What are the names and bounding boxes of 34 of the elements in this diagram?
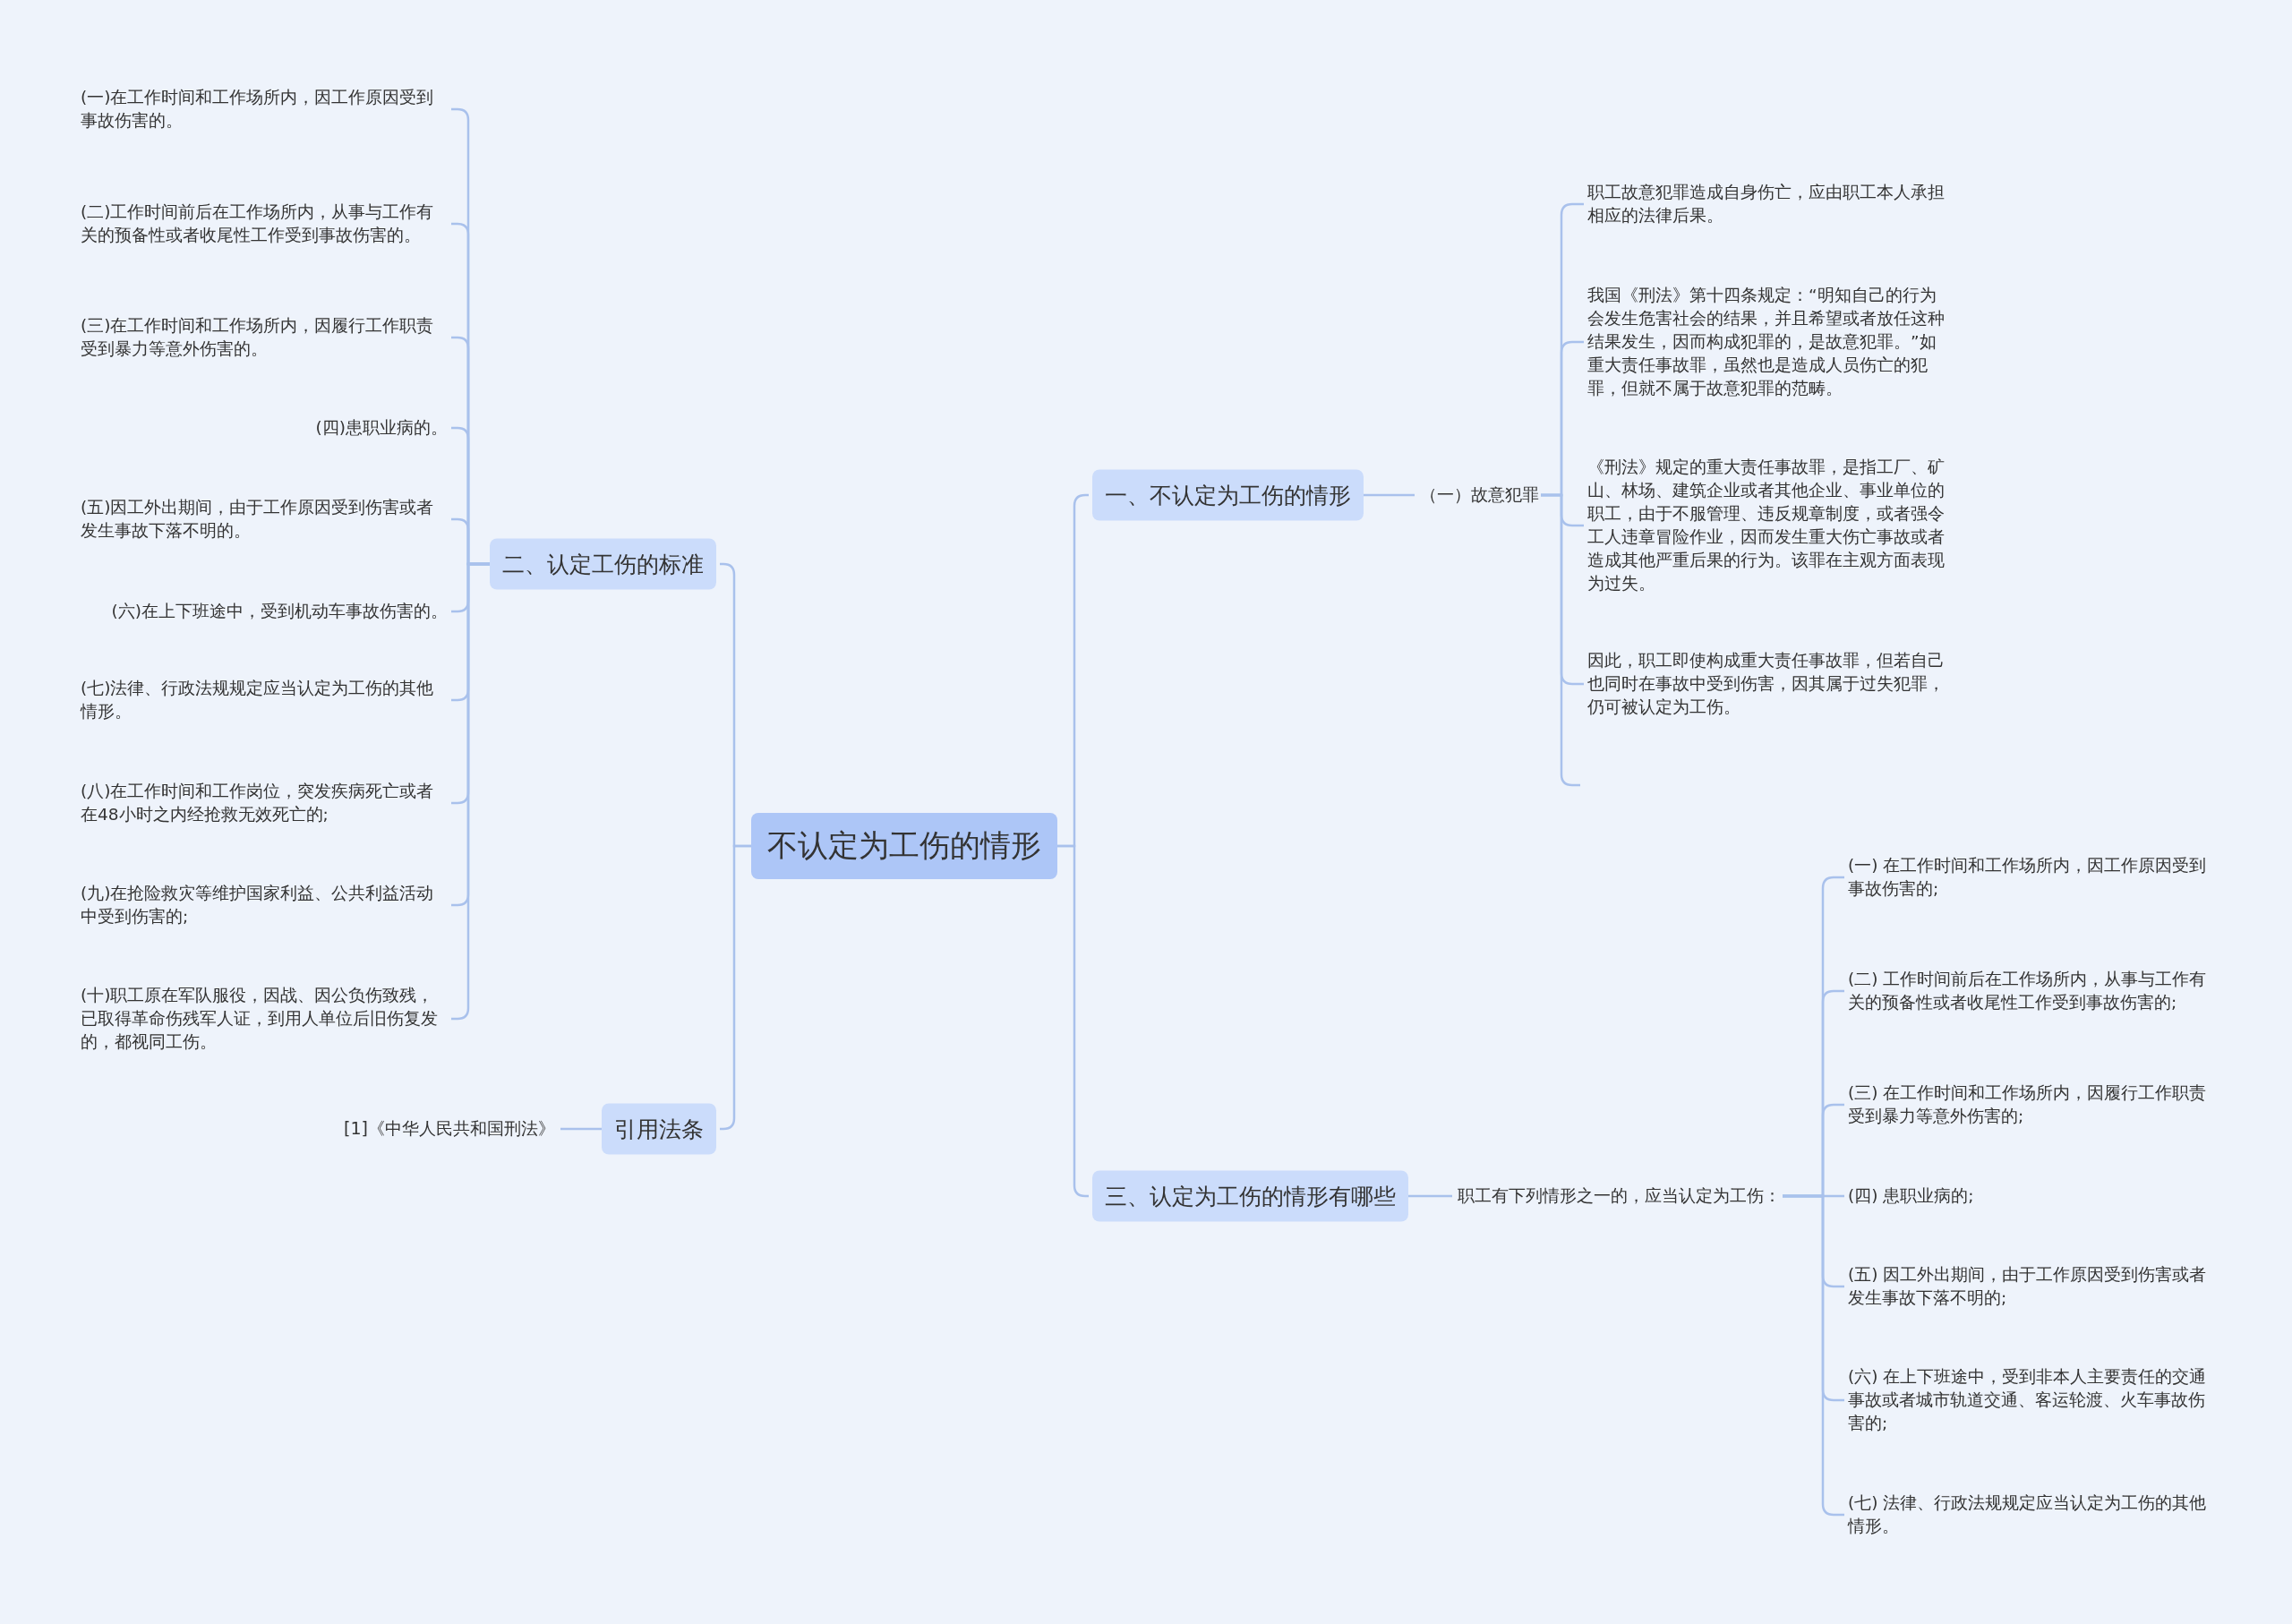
leaf-text: (四) 患职业病的; <box>1848 1184 1974 1208</box>
subtopic-text: 职工有下列情形之一的，应当认定为工伤： <box>1456 1181 1783 1211</box>
connector-line <box>1541 493 1580 787</box>
connector-line <box>1057 844 1089 1198</box>
central-topic-box: 不认定为工伤的情形 <box>751 813 1057 879</box>
topic-box: 二、认定工伤的标准 <box>490 538 716 590</box>
leaf-text: (八)在工作时间和工作岗位，突发疾病死亡或者在48小时之内经抢救无效死亡的; <box>81 780 448 826</box>
topic-box: 三、认定为工伤的情形有哪些 <box>1092 1170 1408 1222</box>
connector-line <box>560 1127 602 1131</box>
leaf-text: 因此，职工即使构成重大责任事故罪，但若自己也同时在事故中受到伤害，因其属于过失犯罪，仍可被认定为工伤。 <box>1587 649 1950 719</box>
leaf-text: 《刑法》规定的重大责任事故罪，是指工厂、矿山、林场、建筑企业或者其他企业、事业单位的职工，由于不服管理、违反规章制度，或者强令工人违章冒险作业，因而发生重大伤亡事故或者造成其他严重后果的行为。该罪在主观方面表现为过失。 <box>1587 456 1950 595</box>
leaf-text: (九)在抢险救灾等维护国家利益、公共利益活动中受到伤害的; <box>81 882 448 928</box>
leaf-text: (二)工作时间前后在工作场所内，从事与工作有关的预备性或者收尾性工作受到事故伤害的。 <box>81 201 448 247</box>
topic-box: 引用法条 <box>602 1103 716 1155</box>
leaf-text: (一) 在工作时间和工作场所内，因工作原因受到事故伤害的; <box>1848 854 2211 901</box>
leaf-text: (七) 法律、行政法规规定应当认定为工伤的其他情形。 <box>1848 1492 2211 1538</box>
leaf-text: (五)因工外出期间，由于工作原因受到伤害或者发生事故下落不明的。 <box>81 496 448 543</box>
leaf-text: (十)职工原在军队服役，因战、因公负伤致残，已取得革命伤残军人证，到用人单位后旧伤复发的，都视同工伤。 <box>81 984 448 1054</box>
leaf-text: (五) 因工外出期间，由于工作原因受到伤害或者发生事故下落不明的; <box>1848 1263 2211 1310</box>
subtopic-text: （一）故意犯罪 <box>1418 480 1541 510</box>
leaf-text: 我国《刑法》第十四条规定：“明知自己的行为会发生危害社会的结果，并且希望或者放任这种结果发生，因而构成犯罪的，是故意犯罪。”如重大责任事故罪，虽然也是造成人员伤亡的犯罪，但就不属于故意犯罪的范畴。 <box>1587 284 1950 400</box>
leaf-text: (三) 在工作时间和工作场所内，因履行工作职责受到暴力等意外伤害的; <box>1848 1081 2211 1128</box>
leaf-text: (六) 在上下班途中，受到非本人主要责任的交通事故或者城市轨道交通、客运轮渡、火车事故伤害的; <box>1848 1365 2211 1435</box>
leaf-text: (一)在工作时间和工作场所内，因工作原因受到事故伤害的。 <box>81 86 448 132</box>
topic-box: 一、不认定为工伤的情形 <box>1092 469 1364 521</box>
leaf-text: (七)法律、行政法规规定应当认定为工伤的其他情形。 <box>81 677 448 723</box>
connector-line <box>1364 493 1415 497</box>
leaf-text: (四)患职业病的。 <box>315 416 448 440</box>
leaf-text: (六)在上下班途中，受到机动车事故伤害的。 <box>111 600 448 623</box>
leaf-text: (三)在工作时间和工作场所内，因履行工作职责受到暴力等意外伤害的。 <box>81 314 448 361</box>
connector-line <box>1408 1194 1452 1198</box>
leaf-text: (二) 工作时间前后在工作场所内，从事与工作有关的预备性或者收尾性工作受到事故伤害的; <box>1848 968 2211 1014</box>
subtopic-text: [1]《中华人民共和国刑法》 <box>342 1114 557 1144</box>
leaf-text: 职工故意犯罪造成自身伤亡，应由职工本人承担相应的法律后果。 <box>1587 181 1950 227</box>
